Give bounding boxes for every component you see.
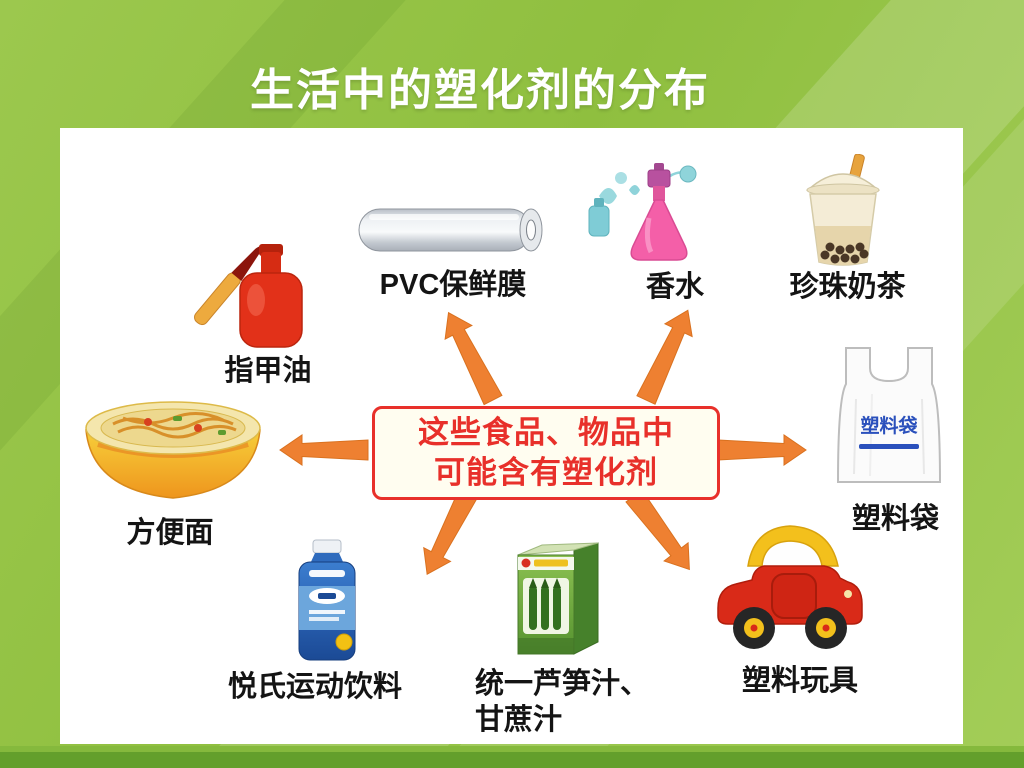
center-statement-line1: 这些食品、物品中: [418, 415, 674, 450]
plastic-bag-label: 塑料袋: [851, 503, 939, 535]
perfume-label: 香水: [645, 271, 704, 303]
arrow-lower-left: [423, 488, 478, 575]
bubble-tea-label: 珍珠奶茶: [789, 271, 906, 303]
juice-label-line2: 甘蔗汁: [475, 704, 563, 736]
plastic-toy-label: 塑料玩具: [741, 665, 858, 697]
footer-bar-light: [0, 746, 1024, 752]
toy-car-icon: [717, 525, 863, 649]
arrow-upper-left: [444, 311, 503, 406]
bubble-tea-cup-icon: [806, 154, 880, 266]
instant-noodles-label: 方便面: [126, 517, 214, 549]
plastic-bag-icon: 塑料袋: [836, 347, 942, 483]
nail-polish-icon: [194, 244, 303, 348]
juice-carton-icon: [517, 542, 599, 655]
content-panel: 指甲油 PVC保鲜膜: [60, 128, 963, 744]
sports-drink-bottle-icon: [298, 539, 356, 661]
juice-label: 统一芦笋汁、 甘蔗汁: [475, 666, 745, 738]
perfume-bottle-icon: [588, 163, 697, 261]
slide-title: 生活中的塑化剂的分布: [250, 66, 710, 115]
noodle-bowl-icon: [85, 401, 261, 499]
pvc-wrap-label: PVC保鲜膜: [379, 269, 527, 301]
center-statement-box: 这些食品、物品中 可能含有塑化剂: [372, 406, 720, 500]
plastic-wrap-roll-icon: [358, 208, 543, 252]
arrow-upper-right: [636, 309, 693, 405]
bag-printed-text: 塑料袋: [860, 414, 918, 437]
arrow-right: [717, 434, 807, 466]
arrow-left: [279, 434, 369, 466]
nail-polish-label: 指甲油: [224, 355, 312, 387]
footer-bar-dark: [0, 752, 1024, 768]
juice-label-line1: 统一芦笋汁、: [475, 668, 650, 700]
center-statement-line2: 可能含有塑化剂: [434, 455, 658, 490]
sports-drink-label: 悦氏运动饮料: [227, 671, 402, 703]
arrow-lower-right: [625, 489, 690, 571]
